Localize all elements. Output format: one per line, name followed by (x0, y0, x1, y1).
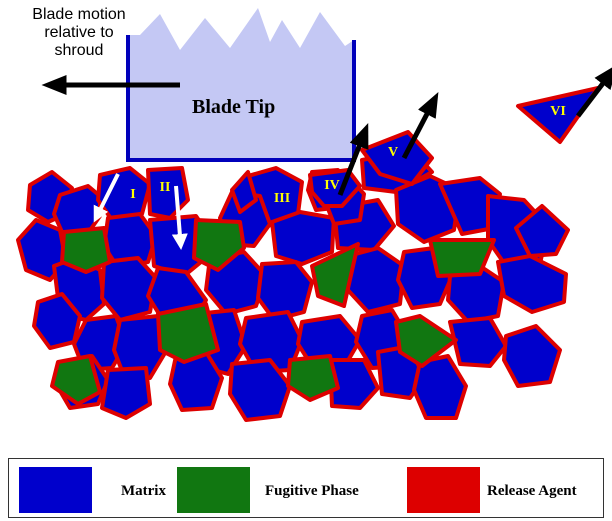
matrix-grain (270, 210, 336, 266)
particle-v-trajectory-arrow (401, 92, 439, 160)
particle-label-v: V (387, 145, 399, 160)
legend-swatch-fugitive-phase (177, 467, 250, 513)
blade-tip (128, 8, 354, 160)
matrix-grain (502, 324, 562, 388)
matrix-grain (328, 358, 380, 410)
legend-label-fugitive-phase: Fugitive Phase (265, 483, 359, 499)
fugitive-grain (428, 238, 496, 278)
particle-ii-wear-arrow (171, 185, 188, 250)
fugitive-grain (60, 226, 112, 274)
particle-i-wear-arrow (93, 173, 120, 223)
particle-label-iii: III (273, 191, 291, 206)
motion-label-line: Blade motion (32, 6, 126, 23)
particle-label-vi: VI (550, 104, 566, 119)
particle-vi-trajectory-arrow (576, 64, 612, 118)
fugitive-grain (50, 354, 102, 406)
motion-label-line: relative to (44, 24, 114, 41)
matrix-grain (448, 316, 508, 368)
fugitive-grain (156, 302, 220, 364)
legend: Matrix Fugitive Phase Release Agent (8, 458, 604, 518)
released-particles (308, 86, 600, 208)
blade-tip-edge (126, 35, 356, 162)
matrix-grain (52, 184, 102, 238)
legend-swatch-matrix (19, 467, 92, 513)
matrix-grain (230, 170, 258, 214)
fugitive-grain (192, 218, 246, 272)
fugitive-grain (394, 314, 458, 368)
blade-motion-label: Blade motion relative to shroud (0, 6, 158, 60)
particle-label-iv: IV (324, 178, 340, 193)
coating-grains (16, 148, 570, 422)
matrix-grain (514, 204, 570, 258)
matrix-grain (256, 260, 314, 322)
fugitive-grain (310, 242, 360, 308)
particle-label-ii: II (159, 180, 171, 195)
matrix-grain (496, 254, 568, 314)
legend-label-release-agent: Release Agent (487, 483, 577, 499)
motion-label-line: shroud (54, 42, 104, 59)
particle-iv-trajectory-arrow (337, 123, 369, 196)
matrix-grain (100, 256, 158, 322)
blade-tip-label: Blade Tip (192, 96, 276, 118)
particle-label-i: I (130, 187, 136, 202)
matrix-grain (100, 366, 152, 420)
matrix-grain (412, 354, 468, 420)
motion-arrows (41, 64, 612, 250)
released-particle-v (360, 130, 434, 186)
fugitive-grain (286, 354, 340, 402)
matrix-grain (228, 358, 292, 422)
legend-label-matrix: Matrix (121, 483, 166, 499)
legend-swatch-release-agent (407, 467, 480, 513)
